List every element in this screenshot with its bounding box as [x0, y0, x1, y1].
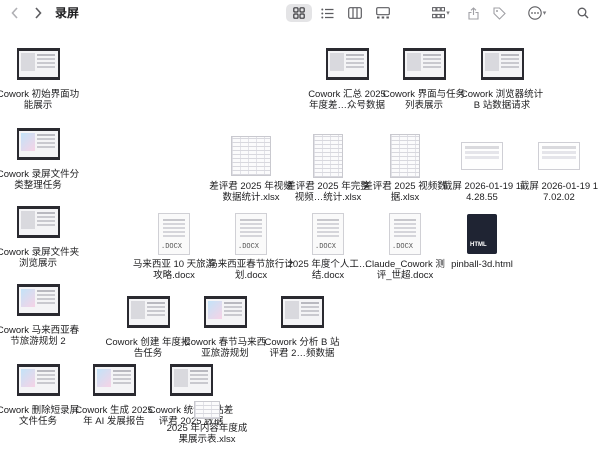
- document-thumbnail: .DOCX: [312, 213, 344, 255]
- video-thumbnail: [16, 128, 60, 160]
- icon-view-button[interactable]: [286, 4, 312, 22]
- file-name: Cowork 汇总 2025 年度差…众号数据: [308, 89, 386, 111]
- more-button[interactable]: ▾: [522, 4, 552, 22]
- file-item[interactable]: Cowork 初始界面功能展示: [0, 42, 79, 111]
- file-name: pinball-3d.html: [451, 259, 513, 270]
- file-name: 截屏 2026-01-19 17.02.02: [519, 181, 599, 203]
- video-thumbnail: [16, 48, 60, 80]
- chevron-right-icon: [35, 7, 42, 19]
- column-view-icon: [348, 7, 362, 19]
- spreadsheet-thumbnail: [390, 134, 420, 178]
- icon-view-icon: [293, 7, 305, 19]
- gallery-view-button[interactable]: [372, 4, 394, 22]
- file-item[interactable]: .DOCX 马来西亚春节旅行计划.docx: [208, 212, 294, 281]
- file-name: 2025 年度个人工…结.docx: [287, 259, 369, 281]
- file-item[interactable]: Cowork 分析 B 站 评君 2…频数据: [261, 290, 343, 359]
- video-thumbnail: [16, 284, 60, 316]
- file-name: 差评君 2025 年视频数据统计.xlsx: [209, 181, 293, 203]
- file-item[interactable]: Cowork 浏览器统计 B 站数据请求: [461, 42, 543, 111]
- file-item[interactable]: .DOCX Claude_Cowork 测评_世超.docx: [364, 212, 446, 281]
- video-thumbnail: [280, 296, 324, 328]
- file-name: Cowork 删除短录屏文件任务: [0, 405, 80, 427]
- document-thumbnail: .DOCX: [158, 213, 190, 255]
- chevron-down-icon: ▾: [542, 10, 547, 17]
- group-icon: [432, 7, 446, 19]
- search-icon: [577, 7, 589, 19]
- video-thumbnail: [169, 364, 213, 396]
- document-thumbnail: .DOCX: [235, 213, 267, 255]
- more-icon: [527, 6, 542, 20]
- file-item[interactable]: Cowork 删除短录屏文件任务: [0, 358, 79, 427]
- video-thumbnail: [126, 296, 170, 328]
- file-item[interactable]: 截屏 2026-01-19 14.28.55: [441, 134, 523, 203]
- file-item[interactable]: 差评君 2025 年视频数据统计.xlsx: [209, 134, 293, 203]
- list-view-button[interactable]: [316, 4, 338, 22]
- window-title: 录屏: [55, 6, 80, 20]
- file-name: Cowork 界面与任务列表展示: [382, 89, 466, 111]
- toolbar: 录屏 ▾ ▾: [0, 0, 600, 26]
- tag-button[interactable]: [490, 4, 508, 22]
- file-item[interactable]: Cowork 界面与任务列表展示: [383, 42, 465, 111]
- screenshot-thumbnail: [538, 142, 580, 170]
- tag-icon: [492, 6, 506, 20]
- gallery-view-icon: [376, 7, 390, 19]
- share-button[interactable]: [464, 4, 482, 22]
- file-name: Cowork 浏览器统计 B 站数据请求: [460, 89, 544, 111]
- file-item[interactable]: HTML pinball-3d.html: [441, 212, 523, 270]
- file-item[interactable]: Cowork 生成 2025 年 AI 发展报告: [73, 358, 155, 427]
- file-name: 差评君 2025 年完整视频…统计.xlsx: [286, 181, 370, 203]
- file-item[interactable]: Cowork 统计 B 站差评君 2025 数据: [148, 358, 234, 427]
- file-name: 马来西亚春节旅行计划.docx: [208, 259, 294, 281]
- video-thumbnail: [325, 48, 369, 80]
- file-item[interactable]: Cowork 创建 年度报告任务: [105, 290, 191, 359]
- file-item[interactable]: 2025 年内容年度成果展示表.xlsx: [166, 400, 248, 445]
- search-button[interactable]: [574, 4, 592, 22]
- file-item[interactable]: Cowork 录屏文件夹浏览展示: [0, 200, 79, 269]
- chevron-down-icon: ▾: [446, 10, 450, 17]
- video-thumbnail: [16, 364, 60, 396]
- file-name: Cowork 创建 年度报告任务: [105, 337, 191, 359]
- share-icon: [467, 6, 479, 20]
- file-name: 差评君 2025 视频数据.xlsx: [363, 181, 447, 203]
- list-view-icon: [320, 8, 333, 18]
- file-name: Cowork 录屏文件分类整理任务: [0, 169, 80, 191]
- file-name: Cowork 生成 2025 年 AI 发展报告: [75, 405, 153, 427]
- file-name: 截屏 2026-01-19 14.28.55: [442, 181, 522, 203]
- document-thumbnail: .DOCX: [389, 213, 421, 255]
- file-item[interactable]: 差评君 2025 年完整视频…统计.xlsx: [286, 134, 370, 203]
- file-name: Cowork 马来西亚春节旅游规划 2: [0, 325, 80, 347]
- file-name: Cowork 春节马来西亚旅游规划: [183, 337, 267, 359]
- file-name: Cowork 统计 B 站差评君 2025 数据: [148, 405, 234, 427]
- html-file-thumbnail: HTML: [467, 214, 497, 254]
- video-thumbnail: [480, 48, 524, 80]
- file-item[interactable]: 差评君 2025 视频数据.xlsx: [363, 134, 447, 203]
- file-name: Cowork 初始界面功能展示: [0, 89, 80, 111]
- file-name: 马来西亚 10 天旅游攻略.docx: [132, 259, 216, 281]
- video-thumbnail: [402, 48, 446, 80]
- screenshot-thumbnail: [461, 142, 503, 170]
- chevron-left-icon: [11, 7, 18, 19]
- file-item[interactable]: Cowork 汇总 2025 年度差…众号数据: [306, 42, 388, 111]
- file-name: Cowork 录屏文件夹浏览展示: [0, 247, 80, 269]
- video-thumbnail: [16, 206, 60, 238]
- back-button[interactable]: [8, 4, 22, 22]
- video-thumbnail: [92, 364, 136, 396]
- file-item[interactable]: Cowork 录屏文件分类整理任务: [0, 122, 79, 191]
- file-grid: Cowork 初始界面功能展示 Cowork 录屏文件分类整理任务 Cowork…: [0, 26, 600, 455]
- spreadsheet-thumbnail: [313, 134, 343, 178]
- file-item[interactable]: 截屏 2026-01-19 17.02.02: [518, 134, 600, 203]
- video-thumbnail: [203, 296, 247, 328]
- column-view-button[interactable]: [344, 4, 366, 22]
- file-item[interactable]: .DOCX 2025 年度个人工…结.docx: [287, 212, 369, 281]
- spreadsheet-thumbnail: [194, 401, 220, 419]
- file-name: 2025 年内容年度成果展示表.xlsx: [166, 423, 248, 445]
- file-item[interactable]: .DOCX 马来西亚 10 天旅游攻略.docx: [133, 212, 215, 281]
- group-button[interactable]: ▾: [426, 4, 456, 22]
- file-item[interactable]: Cowork 春节马来西亚旅游规划: [184, 290, 266, 359]
- file-name: Cowork 分析 B 站 评君 2…频数据: [264, 337, 340, 359]
- file-item[interactable]: Cowork 马来西亚春节旅游规划 2: [0, 278, 79, 347]
- file-name: Claude_Cowork 测评_世超.docx: [365, 259, 445, 281]
- forward-button[interactable]: [31, 4, 45, 22]
- spreadsheet-thumbnail: [231, 136, 271, 176]
